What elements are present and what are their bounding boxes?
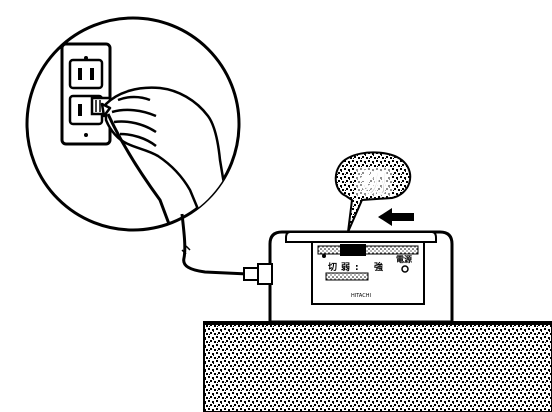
panel-power-label: 電源 [396, 254, 412, 264]
hand-icon [100, 86, 228, 216]
mode-selector [325, 272, 369, 281]
off-indicator-label: 切 [361, 169, 387, 199]
panel-high-label: 強 [374, 261, 383, 273]
brand-label: HITACHI [351, 293, 371, 299]
panel-off-label: 切 [328, 262, 337, 273]
detail-magnifier [25, 16, 241, 232]
wall-outlet-icon [60, 42, 112, 146]
power-cord [180, 213, 249, 276]
power-led-icon [401, 265, 409, 273]
off-speech-bubble: 切 [334, 151, 412, 233]
arrow-left-icon [378, 208, 414, 226]
svg-text::: : [355, 263, 359, 273]
panel-low-label: 弱 [341, 262, 350, 273]
heater-unit: 切 弱 : 強 電源 HITACHI [243, 230, 454, 324]
table-surface [203, 321, 552, 412]
